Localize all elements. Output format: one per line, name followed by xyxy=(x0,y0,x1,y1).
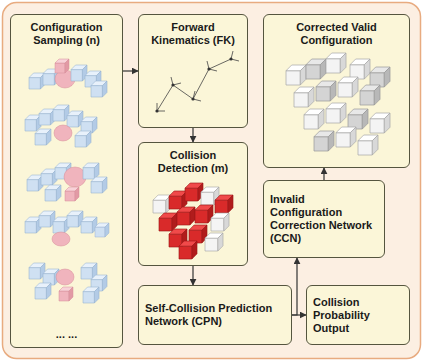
configuration-sample-part xyxy=(83,163,99,179)
configuration-sample-part xyxy=(39,109,55,125)
configuration-sample-part xyxy=(83,287,99,303)
box-label: Collision Probability Output xyxy=(313,296,403,335)
configuration-sample-part xyxy=(95,223,109,237)
configuration-sample-part xyxy=(41,169,57,185)
box-label: Collision Detection (m) xyxy=(145,149,241,175)
configuration-sample-part xyxy=(53,217,69,233)
configuration-sample-part xyxy=(67,211,83,227)
corrected-robot-part xyxy=(326,103,346,123)
collision-cubes xyxy=(139,143,249,265)
joint-dots-part xyxy=(207,67,210,70)
configuration-sample-part xyxy=(27,175,43,191)
colliding-robot-part xyxy=(153,195,171,213)
colliding-robot-part xyxy=(195,205,213,223)
configuration-sample xyxy=(27,163,107,201)
configuration-sample-part xyxy=(29,263,45,279)
process-box: Collision Detection (m) xyxy=(138,142,248,266)
outer-panel xyxy=(3,3,421,359)
corrected-robot-part xyxy=(350,59,370,79)
configuration-sample-part xyxy=(25,115,41,131)
result-box: Corrected Valid Configuration xyxy=(263,14,410,168)
configuration-sample-part xyxy=(59,287,73,301)
box-label: Corrected Valid Configuration xyxy=(270,21,403,47)
colliding-robot-part xyxy=(177,207,195,225)
colliding-robot-part xyxy=(179,241,197,259)
process-box: Forward Kinematics (FK) xyxy=(138,14,248,128)
configuration-sample-part xyxy=(71,65,87,81)
joint-dots xyxy=(155,57,232,112)
kinematic-chain xyxy=(157,51,239,111)
colliding-robot-part xyxy=(159,213,177,231)
joint-dots-part xyxy=(171,83,174,86)
joint-dots-part xyxy=(155,109,158,112)
joint-dots-part xyxy=(229,57,232,60)
corrected-robot-part xyxy=(314,131,334,151)
sampling-box: Configuration Sampling (n) ... ... xyxy=(10,14,123,348)
configuration-sample-part xyxy=(81,217,97,233)
configuration-sample-part xyxy=(75,131,91,147)
configuration-sample xyxy=(29,263,107,303)
configuration-sample-part xyxy=(65,187,79,201)
configuration-sample-part xyxy=(81,117,97,133)
corrected-robot-part xyxy=(370,113,390,133)
corrected-robot-part xyxy=(336,127,356,147)
kinematic-chain-part xyxy=(157,59,231,111)
corrected-robot-part xyxy=(360,85,380,105)
corrected-robot-part xyxy=(338,77,358,97)
corrected-robot-part xyxy=(316,81,336,101)
flow-arrow xyxy=(192,128,193,142)
corrected-robot-part xyxy=(326,53,346,73)
configuration-sample-part xyxy=(29,73,45,89)
corrected-robot-part xyxy=(358,135,378,155)
flow-arrow xyxy=(123,70,138,71)
box-label: Configuration Sampling (n) xyxy=(17,21,116,47)
configuration-sample-part xyxy=(52,232,70,246)
configuration-sample-part xyxy=(55,59,69,73)
configuration-sample-part xyxy=(56,269,74,285)
colliding-robot-part xyxy=(211,213,229,231)
configuration-sample-part xyxy=(53,105,69,121)
corrected-robot-part xyxy=(304,109,324,129)
configuration-sample-part xyxy=(54,125,72,141)
flow-arrow xyxy=(292,258,297,315)
configuration-sample xyxy=(25,211,109,246)
flow-arrow xyxy=(192,266,193,285)
corrected-robot-part xyxy=(294,87,314,107)
configuration-sample xyxy=(29,59,107,97)
configuration-sample-part xyxy=(35,129,51,145)
corrected-robot-part xyxy=(306,59,326,79)
output-box: Collision Probability Output xyxy=(306,285,410,345)
configuration-sample-part xyxy=(67,111,83,127)
corrected-robot-part xyxy=(286,65,306,85)
corrected-robot-part xyxy=(370,67,390,87)
box-label: Self-Collision Prediction Network (CPN) xyxy=(145,302,285,328)
corrected-robot-part xyxy=(348,109,368,129)
configuration-sample-part xyxy=(91,81,107,97)
colliding-robot-part xyxy=(205,233,223,251)
box-label: Invalid Configuration Correction Network… xyxy=(270,193,378,245)
box-label: Forward Kinematics (FK) xyxy=(145,21,241,47)
colliding-robot-part xyxy=(169,191,187,209)
colliding-robot-part xyxy=(215,195,233,213)
configuration-sample-part xyxy=(39,211,55,227)
configuration-sample-part xyxy=(25,217,41,233)
configuration-sample xyxy=(25,105,97,147)
joint-dots-part xyxy=(191,97,194,100)
sampled-configurations xyxy=(11,15,124,347)
colliding-robot-part xyxy=(185,183,203,201)
colliding-robot-part xyxy=(189,225,207,243)
colliding-robot xyxy=(153,183,233,259)
configuration-sample-part xyxy=(91,177,107,193)
ellipsis-label: ... ... xyxy=(17,328,116,341)
flow-arrow xyxy=(323,168,324,180)
network-box: Self-Collision Prediction Network (CPN) xyxy=(138,285,292,345)
configuration-sample-part xyxy=(35,283,51,299)
network-box: Invalid Configuration Correction Network… xyxy=(263,180,385,258)
corrected-robot xyxy=(286,53,390,155)
configuration-sample-part xyxy=(64,167,86,187)
configuration-sample-part xyxy=(45,185,61,201)
